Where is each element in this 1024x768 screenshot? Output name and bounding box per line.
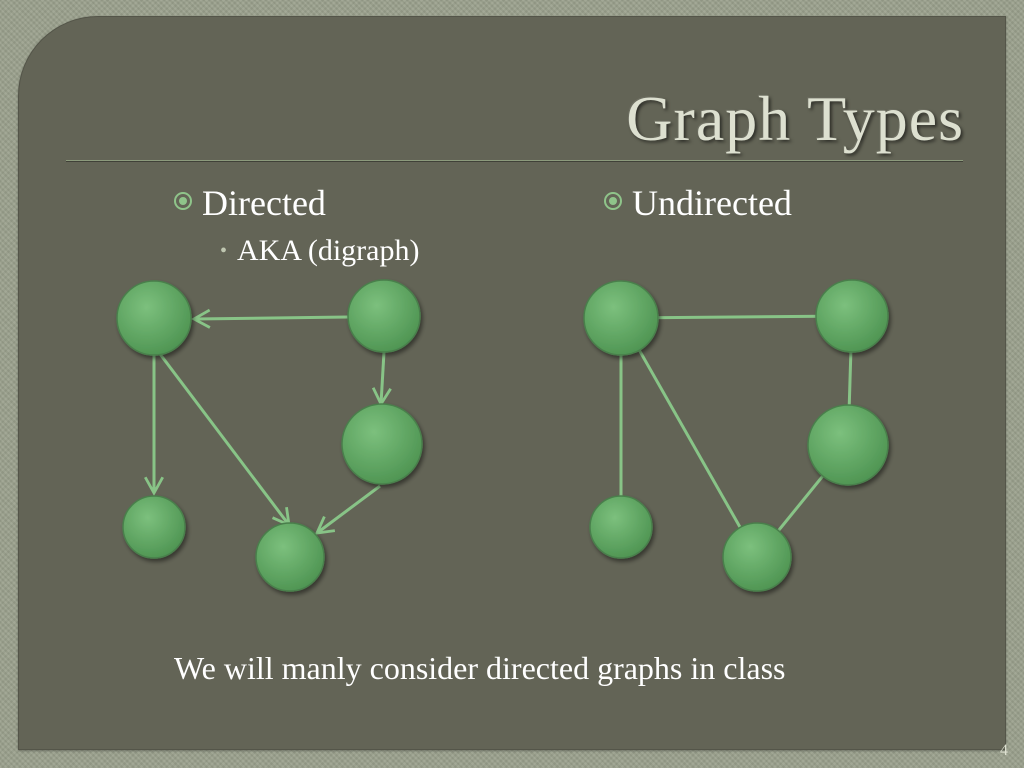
- bullet-directed: Directed: [174, 182, 326, 224]
- slide-title: Graph Types: [626, 83, 964, 154]
- bullet-directed-label: Directed: [202, 183, 326, 223]
- undirected-edge-a-e: [619, 317, 759, 558]
- directed-node-e: [255, 522, 325, 592]
- directed-edge-c-e: [314, 484, 381, 535]
- directed-graph: [116, 279, 423, 592]
- directed-node-b: [347, 279, 421, 353]
- undirected-node-b: [815, 279, 889, 353]
- undirected-node-c: [807, 404, 889, 486]
- bullet-marker-icon: [174, 192, 192, 210]
- undirected-node-a: [583, 280, 659, 356]
- directed-node-a: [116, 280, 192, 356]
- directed-edge-b-c: [371, 351, 392, 407]
- bullet-undirected-label: Undirected: [632, 183, 792, 223]
- sub-bullet-aka-label: AKA (digraph): [237, 234, 420, 267]
- bullet-marker-icon: [604, 192, 622, 210]
- title-divider: [66, 160, 963, 161]
- undirected-node-e: [722, 522, 792, 592]
- bullet-undirected: Undirected: [604, 182, 792, 224]
- sub-bullet-dot-icon: •: [220, 239, 228, 262]
- page-number: 4: [1000, 742, 1008, 759]
- undirected-graph: [583, 279, 889, 592]
- directed-node-d: [122, 495, 186, 559]
- sub-bullet-aka: • AKA (digraph): [220, 234, 419, 268]
- footer-note: We will manly consider directed graphs i…: [174, 650, 786, 686]
- undirected-node-d: [589, 495, 653, 559]
- directed-edge-b-a: [191, 308, 349, 329]
- directed-edge-a-e: [158, 353, 291, 528]
- undirected-edge-a-b: [620, 314, 853, 320]
- directed-node-c: [341, 403, 423, 485]
